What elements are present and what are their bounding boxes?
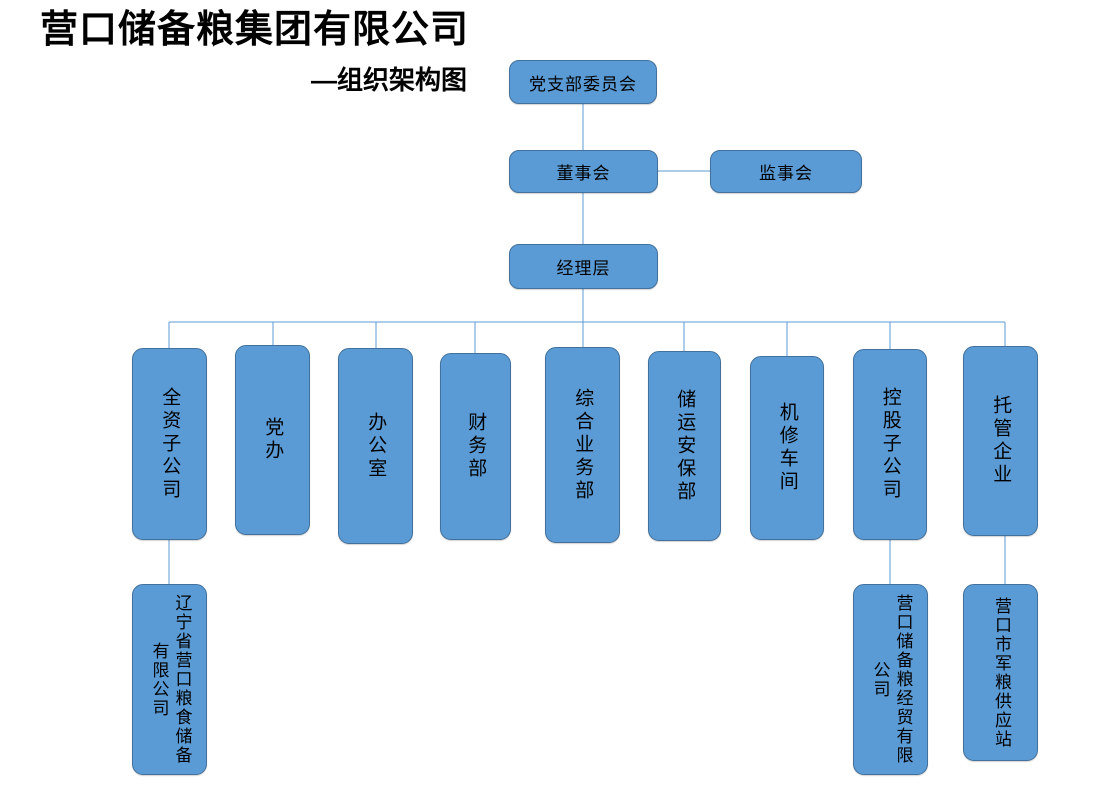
node-liaoning-yingkou-grain-reserve[interactable]: 辽宁省营口粮食储备有限公司 (132, 584, 207, 775)
node-label: 综合业务部 (572, 387, 594, 503)
node-label: 营口市军粮供应站 (991, 596, 1011, 749)
node-label: 全资子公司 (159, 386, 181, 502)
node-label: 董事会 (556, 164, 611, 183)
node-holding-subsidiary[interactable]: 控股子公司 (853, 349, 927, 540)
page-subtitle: —组织架构图 (311, 65, 468, 95)
node-label: 监事会 (759, 164, 813, 183)
node-label: 辽宁省营口粮食储备有限公司 (149, 594, 192, 765)
node-trusteeship-enterprise[interactable]: 托管企业 (963, 346, 1038, 536)
node-machine-repair-workshop[interactable]: 机修车间 (750, 356, 824, 540)
node-finance-department[interactable]: 财务部 (440, 353, 511, 540)
node-label: 办公室 (365, 411, 387, 481)
node-label: 经理层 (556, 259, 611, 278)
node-management[interactable]: 经理层 (509, 244, 658, 289)
node-label: 营口储备粮经贸有限公司 (870, 594, 913, 765)
node-yingkou-grain-reserve-trading[interactable]: 营口储备粮经贸有限公司 (853, 584, 928, 775)
node-label: 财务部 (465, 412, 487, 481)
node-storage-transport-security-department[interactable]: 储运安保部 (648, 351, 721, 541)
node-label: 党支部委员会 (529, 74, 637, 94)
node-comprehensive-business-department[interactable]: 综合业务部 (545, 347, 620, 543)
node-label: 控股子公司 (879, 387, 901, 502)
node-label: 党办 (262, 417, 284, 463)
node-wholly-owned-subsidiary[interactable]: 全资子公司 (132, 348, 207, 540)
node-label: 托管企业 (990, 395, 1012, 487)
page-title: 营口储备粮集团有限公司 (40, 9, 470, 51)
node-label: 储运安保部 (674, 388, 696, 504)
node-party-office[interactable]: 党办 (235, 345, 310, 535)
node-general-office[interactable]: 办公室 (338, 348, 413, 544)
node-board-of-supervisors[interactable]: 监事会 (710, 150, 862, 193)
node-party-committee[interactable]: 党支部委员会 (509, 60, 657, 104)
node-yingkou-military-grain-supply[interactable]: 营口市军粮供应站 (963, 584, 1038, 761)
node-board-of-directors[interactable]: 董事会 (509, 150, 658, 193)
node-label: 机修车间 (776, 402, 798, 494)
